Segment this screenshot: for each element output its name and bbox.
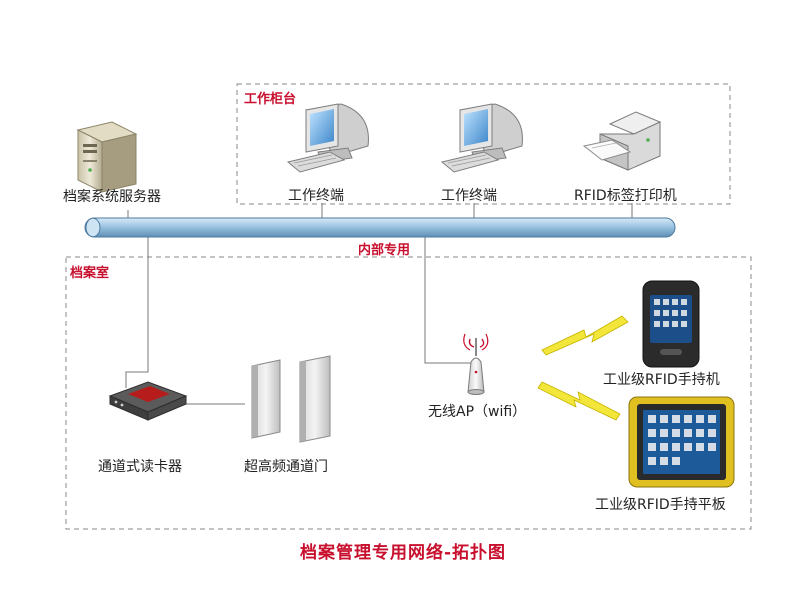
archive-room-zone-label: 档案室: [70, 266, 110, 281]
access-point-icon: [463, 333, 489, 395]
network-backbone: [84, 217, 676, 238]
connector-lines: [125, 203, 633, 405]
card-reader-label: 通道式读卡器: [98, 459, 182, 475]
backbone-label: 内部专用: [358, 243, 411, 258]
server-icon: [76, 121, 138, 193]
uhf-gate-label: 超高频通道门: [244, 459, 328, 475]
tablet-icon: [628, 396, 735, 488]
tablet-label: 工业级RFID手持平板: [595, 497, 726, 513]
handheld-icon: [642, 280, 700, 368]
terminal-label-1: 工作终端: [288, 188, 344, 204]
terminal-icon-1: [286, 103, 369, 173]
archive-room-zone-border: [65, 256, 752, 530]
server-label: 档案系统服务器: [63, 189, 161, 205]
diagram-caption: 档案管理专用网络-拓扑图: [300, 543, 507, 563]
signal-bolt-handheld: [541, 315, 629, 356]
workstation-zone-label: 工作柜台: [244, 92, 297, 107]
handheld-label: 工业级RFID手持机: [603, 372, 720, 388]
card-reader-icon: [108, 381, 188, 421]
workstation-zone-border: [236, 83, 731, 205]
access-point-label: 无线AP（wifi）: [428, 404, 527, 420]
terminal-label-2: 工作终端: [441, 188, 497, 204]
terminal-icon-2: [440, 103, 523, 173]
uhf-gate-icon: [251, 355, 331, 443]
signal-bolt-tablet: [537, 381, 621, 421]
printer-label: RFID标签打印机: [574, 188, 677, 204]
printer-icon: [582, 111, 662, 171]
